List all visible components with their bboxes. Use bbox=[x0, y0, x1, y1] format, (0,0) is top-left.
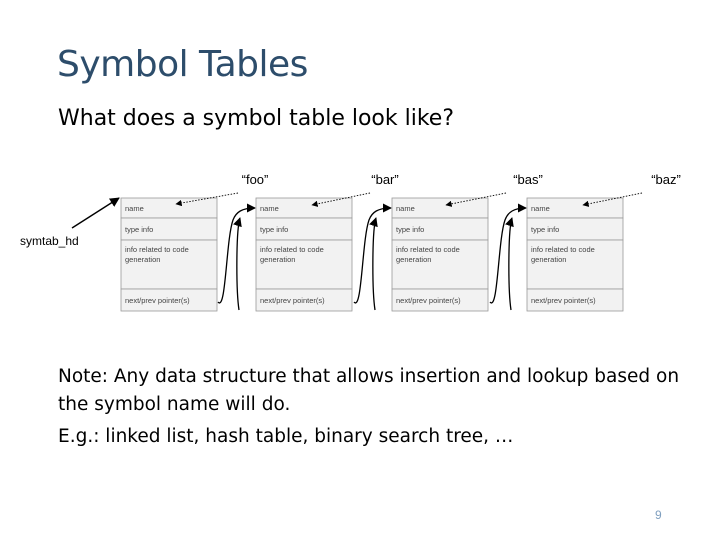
example-text: E.g.: linked list, hash table, binary se… bbox=[58, 426, 514, 447]
name-pointer-arrow bbox=[445, 192, 507, 207]
record-field-cell bbox=[391, 239, 489, 290]
symbol-name-label: “foo” bbox=[242, 172, 269, 187]
record-field-label: next/prev pointer(s) bbox=[396, 296, 461, 305]
symtab-head-label: symtab_hd bbox=[20, 234, 79, 248]
record-field-label: name bbox=[531, 204, 550, 213]
record-field-label: info related to code bbox=[260, 245, 324, 254]
name-pointer-arrow bbox=[582, 192, 643, 207]
name-pointer-arrow bbox=[175, 192, 239, 207]
record-field-label: next/prev pointer(s) bbox=[531, 296, 596, 305]
record-field-label: generation bbox=[531, 255, 566, 264]
record-field-label: generation bbox=[125, 255, 160, 264]
slide-title: Symbol Tables bbox=[57, 44, 308, 85]
next-pointer-arrow bbox=[489, 203, 527, 304]
symbol-table-diagram: symtab_hd “foo” “bar” “bas” “baz” name type i… bbox=[20, 172, 681, 312]
next-pointer-arrow bbox=[353, 203, 392, 304]
symbol-record: name type info info related to codegenerat… bbox=[526, 197, 624, 312]
record-field-label: info related to code bbox=[531, 245, 595, 254]
record-field-label: type info bbox=[260, 225, 288, 234]
symbol-record: name type info info related to codegenerat… bbox=[391, 197, 489, 312]
record-field-label: info related to code bbox=[396, 245, 460, 254]
record-field-cell bbox=[526, 288, 624, 312]
record-field-label: next/prev pointer(s) bbox=[125, 296, 190, 305]
symbol-record: name type info info related to codegenerat… bbox=[255, 197, 353, 312]
slide-subtitle: What does a symbol table look like? bbox=[58, 106, 454, 131]
record-field-label: name bbox=[260, 204, 279, 213]
pointer-arrows bbox=[71, 192, 643, 311]
prev-pointer-arrow bbox=[505, 217, 514, 311]
record-field-label: next/prev pointer(s) bbox=[260, 296, 325, 305]
symbol-name-label: “baz” bbox=[651, 172, 681, 187]
prev-pointer-arrow bbox=[233, 217, 242, 311]
symbol-name-label: “bas” bbox=[513, 172, 543, 187]
symbol-name-label: “bar” bbox=[371, 172, 398, 187]
record-field-label: type info bbox=[396, 225, 424, 234]
symbol-record: name type info info related to codegenerat… bbox=[120, 197, 218, 312]
record-field-label: type info bbox=[531, 225, 559, 234]
record-field-cell bbox=[255, 288, 353, 312]
note-block: Note: Any data structure that allows ins… bbox=[58, 363, 698, 451]
symbol-records: “foo” “bar” “bas” “baz” name type info info re… bbox=[120, 172, 681, 312]
prev-pointer-arrow bbox=[369, 217, 378, 311]
record-field-label: name bbox=[125, 204, 144, 213]
record-field-label: info related to code bbox=[125, 245, 189, 254]
name-pointer-arrow bbox=[311, 192, 371, 207]
record-field-label: type info bbox=[125, 225, 153, 234]
record-field-cell bbox=[526, 239, 624, 290]
record-field-label: generation bbox=[260, 255, 295, 264]
page-number: 9 bbox=[655, 508, 662, 522]
record-field-cell bbox=[120, 288, 218, 312]
symtab-head-arrow bbox=[71, 197, 120, 229]
record-field-label: generation bbox=[396, 255, 431, 264]
record-field-label: name bbox=[396, 204, 415, 213]
record-field-cell bbox=[255, 239, 353, 290]
next-pointer-arrow bbox=[217, 203, 256, 304]
record-field-cell bbox=[391, 288, 489, 312]
note-text: Note: Any data structure that allows ins… bbox=[58, 366, 680, 415]
